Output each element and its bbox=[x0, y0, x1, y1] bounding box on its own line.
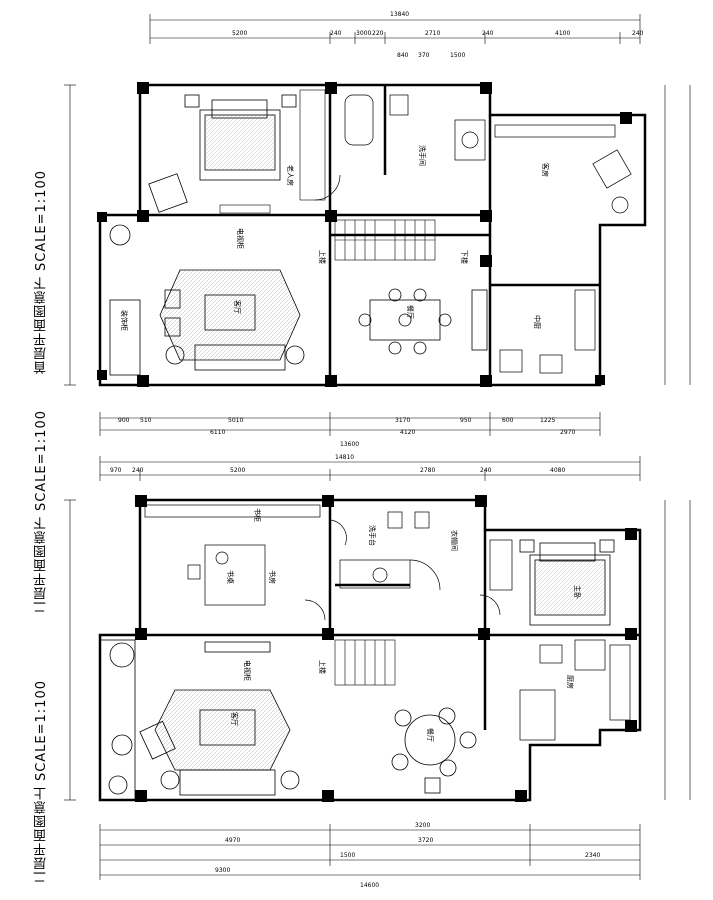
f2-bdim-b: 3720 bbox=[418, 837, 433, 844]
f1-bdim-i: 4120 bbox=[400, 429, 415, 436]
side-dimension-rules bbox=[64, 84, 691, 801]
floor2-plan: 14810 970 240 5200 2780 240 4080 bbox=[98, 454, 642, 889]
f1-dim-s4: 240 bbox=[632, 30, 644, 37]
f1-label-bath: 洗手间 bbox=[418, 145, 427, 166]
f2-dim-s1: 240 bbox=[132, 467, 144, 474]
f1-label-tv: 电视柜 bbox=[236, 228, 245, 249]
f1-dim-s1: 240 bbox=[330, 30, 342, 37]
f1-dim-s3: 240 bbox=[482, 30, 494, 37]
f2-label-bath: 洗手台 bbox=[368, 525, 377, 546]
f1-dim-d: 4100 bbox=[555, 30, 570, 37]
f2-stairs bbox=[334, 639, 396, 686]
f2-label-closet: 衣帽间 bbox=[450, 530, 459, 551]
f2-dim-total: 14810 bbox=[335, 454, 354, 461]
f1-bdim-c: 5010 bbox=[228, 417, 243, 424]
f1-living-furniture bbox=[109, 224, 305, 376]
f1-master-bed bbox=[184, 94, 297, 181]
f2-bdim-a: 4970 bbox=[225, 837, 240, 844]
f1-label-guest: 客房 bbox=[541, 163, 550, 177]
floor2-walls bbox=[98, 498, 642, 802]
floor2-pillars bbox=[135, 495, 637, 802]
f1-bdim-b: 510 bbox=[140, 417, 152, 424]
f2-bdim-c: 1500 bbox=[340, 852, 355, 859]
f2-label-study: 书房 bbox=[268, 570, 277, 584]
f1-dim-c: 2710 bbox=[425, 30, 440, 37]
f1-bdim-h: 6110 bbox=[210, 429, 225, 436]
f2-dim-c: 2780 bbox=[420, 467, 435, 474]
f1-dim-f: 370 bbox=[418, 52, 430, 59]
f1-bdim-d: 3170 bbox=[395, 417, 410, 424]
f1-kitchen-fixtures bbox=[499, 289, 596, 374]
f2-label-kitchen: 厨房 bbox=[566, 675, 575, 689]
f1-bdim-j: 2970 bbox=[560, 429, 575, 436]
f1-wardrobe bbox=[299, 89, 326, 201]
f2-closet bbox=[409, 539, 513, 616]
floor2-bottom-dimensions bbox=[99, 824, 641, 880]
f2-label-living: 客厅 bbox=[230, 712, 239, 726]
f2-bath-fixtures bbox=[339, 511, 430, 589]
f1-dim-g: 1500 bbox=[450, 52, 465, 59]
f2-label-desk: 书桌 bbox=[226, 570, 235, 584]
floor2-top-dimensions bbox=[99, 456, 641, 481]
f2-bdim-f: 14600 bbox=[360, 882, 379, 889]
f1-label-showcase: 装饰柜 bbox=[120, 310, 129, 331]
f1-label-up: 上楼 bbox=[318, 250, 327, 264]
f2-living-furniture bbox=[99, 639, 300, 801]
f2-dim-s2: 240 bbox=[480, 467, 492, 474]
f1-dining-furniture bbox=[358, 288, 488, 355]
f2-dining-furniture bbox=[391, 707, 477, 794]
floor2-lower-title: 二层平面图意下 SCALE=1:100 bbox=[34, 410, 49, 615]
f2-bdim-g: 3200 bbox=[415, 822, 430, 829]
floor1-top-dimensions bbox=[149, 14, 641, 44]
floor1-plan: 13840 5200 240 3000 220 2710 240 4100 24… bbox=[97, 11, 647, 448]
f1-label-kitchen: 中厨 bbox=[533, 315, 542, 329]
f1-label-living: 客厅 bbox=[233, 300, 242, 314]
f1-stairs bbox=[334, 219, 436, 261]
f1-bathroom-fixtures bbox=[314, 94, 486, 201]
floor2-upper-title: 二层平面图意上 SCALE=1:100 bbox=[34, 680, 49, 885]
f2-label-dining: 餐厅 bbox=[426, 728, 435, 742]
f2-label-up: 上楼 bbox=[318, 660, 327, 674]
f1-bdim-a: 900 bbox=[118, 417, 130, 424]
f1-dim-b: 3000 bbox=[356, 30, 371, 37]
f1-bdim-total: 13600 bbox=[340, 441, 359, 448]
f2-dim-b: 5200 bbox=[230, 467, 245, 474]
floor1-bottom-dimensions bbox=[99, 412, 601, 436]
f2-label-bookshelf: 书柜 bbox=[253, 508, 262, 522]
f2-label-bedroom: 主卧 bbox=[573, 585, 582, 599]
floor1-title: 首层平面图意下 SCALE=1:100 bbox=[34, 170, 49, 375]
floor1-pillars bbox=[97, 82, 632, 387]
f1-guest-furniture bbox=[494, 124, 632, 214]
f1-bdim-g: 1225 bbox=[540, 417, 555, 424]
f1-dim-a: 5200 bbox=[232, 30, 247, 37]
f1-armchair bbox=[148, 173, 188, 213]
f2-bdim-d: 2340 bbox=[585, 852, 600, 859]
f1-label-master: 老人房 bbox=[286, 165, 295, 186]
f1-tv-cabinet bbox=[219, 204, 271, 214]
f2-kitchen-fixtures bbox=[519, 639, 631, 741]
f2-dim-d: 4080 bbox=[550, 467, 565, 474]
f1-dim-s2: 220 bbox=[372, 30, 384, 37]
f1-bdim-e: 950 bbox=[460, 417, 472, 424]
f2-master-bed bbox=[519, 539, 615, 626]
f2-dim-a: 970 bbox=[110, 467, 122, 474]
f1-dim-e: 840 bbox=[397, 52, 409, 59]
f2-label-tv: 电视柜 bbox=[243, 660, 252, 681]
f2-bdim-e: 9300 bbox=[215, 867, 230, 874]
f1-label-dining: 餐厅 bbox=[406, 305, 415, 319]
f1-bdim-f: 600 bbox=[502, 417, 514, 424]
f1-label-down: 下楼 bbox=[460, 250, 469, 264]
f2-study-furniture bbox=[144, 504, 347, 621]
f1-dim-total: 13840 bbox=[390, 11, 409, 18]
